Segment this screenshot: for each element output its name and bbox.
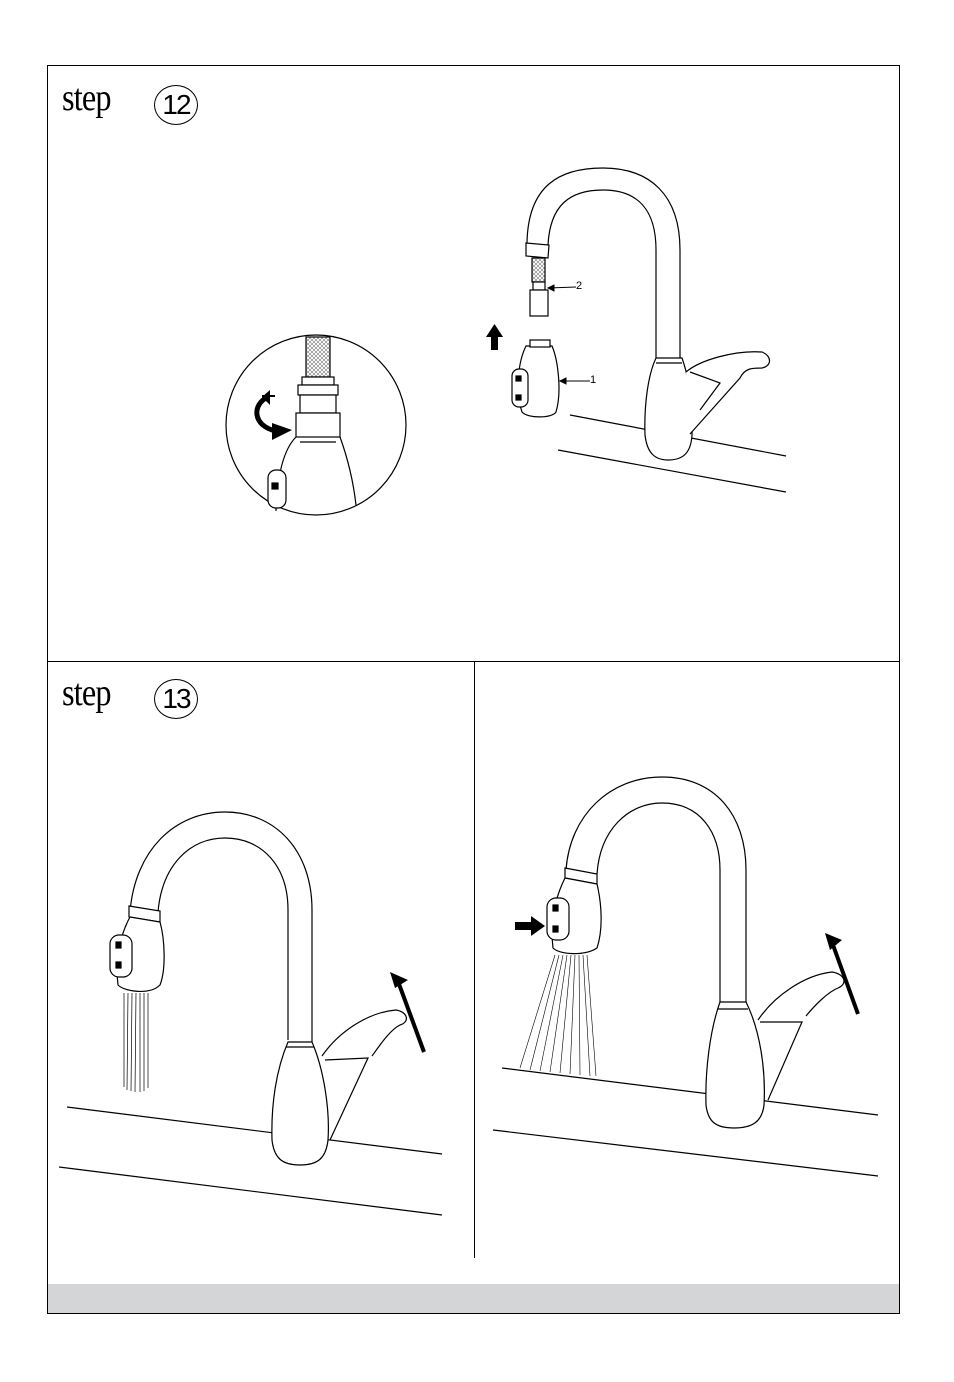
callout-part-2: 2: [576, 280, 582, 292]
arrow-up-icon: [486, 324, 503, 350]
callout-part-1: 1: [590, 374, 596, 386]
detail-magnifier: [226, 335, 406, 515]
faucet-step-12: [512, 168, 786, 492]
rotate-arrow-icon: [257, 390, 292, 440]
faucet-step-13-left: [59, 812, 442, 1215]
water-spray-right: [520, 955, 596, 1076]
faucet-step-13-right: [493, 777, 878, 1176]
arrow-right-icon: [515, 916, 545, 936]
water-stream-left: [124, 993, 148, 1092]
